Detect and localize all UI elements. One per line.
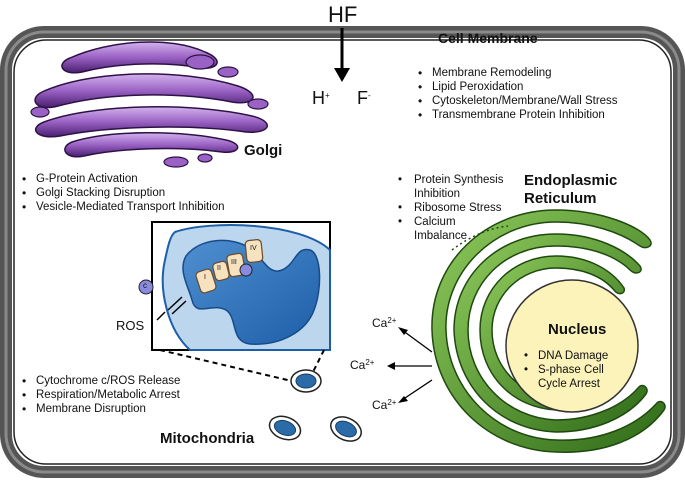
h-ion-charge: + bbox=[325, 91, 330, 100]
er-title-line1: Endoplasmic bbox=[524, 172, 618, 189]
calcium-symbol: Ca bbox=[350, 358, 366, 372]
er-effect: Calcium bbox=[414, 216, 456, 228]
nucleus-effect-cont: Cycle Arrest bbox=[538, 378, 600, 390]
er-effect-cont: Inhibition bbox=[414, 188, 461, 200]
zoom-connector-lines bbox=[159, 349, 325, 383]
calcium-arrows bbox=[387, 327, 433, 403]
complex-iv-label: IV bbox=[250, 245, 257, 252]
cytochrome-c-label: c bbox=[143, 281, 147, 290]
calcium-symbol: Ca bbox=[372, 398, 388, 412]
calcium-charge: 2+ bbox=[365, 358, 375, 367]
hf-label: HF bbox=[328, 2, 358, 27]
mitochondrion-small-3 bbox=[330, 416, 362, 442]
membrane-effect: Cytoskeleton/Membrane/Wall Stress bbox=[418, 94, 618, 108]
golgi-effect: G-Protein Activation bbox=[22, 172, 225, 186]
golgi-effects-list: G-Protein Activation Golgi Stacking Disr… bbox=[22, 172, 225, 214]
membrane-effect: Transmembrane Protein Inhibition bbox=[418, 108, 618, 122]
nucleus-effects-list: •DNA Damage •S-phase Cell Cycle Arrest bbox=[524, 350, 609, 390]
cytochrome-release bbox=[138, 279, 187, 321]
complex-iii-label: III bbox=[231, 259, 237, 266]
mitochondrion-zoom bbox=[151, 221, 331, 351]
mitochondrion-small-1 bbox=[290, 369, 322, 393]
calcium-charge: 2+ bbox=[387, 398, 397, 407]
calcium-label-3: Ca2+ bbox=[372, 398, 396, 412]
mitochondria-effect: Membrane Disruption bbox=[22, 402, 180, 416]
er-effect: Ribosome Stress bbox=[414, 202, 502, 214]
mitochondria-title: Mitochondria bbox=[160, 430, 255, 447]
complex-iv bbox=[244, 239, 264, 263]
er-effect-cont: Imbalance bbox=[414, 230, 468, 242]
golgi-title: Golgi bbox=[244, 142, 283, 159]
complex-ii bbox=[212, 260, 230, 282]
h-ion-symbol: H bbox=[312, 88, 325, 108]
cytochrome-c-inner-icon bbox=[239, 263, 253, 277]
hf-entry-arrow bbox=[334, 28, 350, 82]
er-title-line2: Reticulum bbox=[524, 190, 597, 207]
nucleus-effect: DNA Damage bbox=[538, 350, 609, 362]
er-effects-list: •Protein Synthesis Inhibition •Ribosome … bbox=[398, 174, 504, 242]
f-ion-charge: - bbox=[368, 91, 371, 100]
er-effect: Protein Synthesis bbox=[414, 174, 504, 186]
ros-label: ROS bbox=[116, 318, 145, 333]
calcium-symbol: Ca bbox=[372, 316, 388, 330]
nucleus-title: Nucleus bbox=[548, 321, 607, 338]
complex-ii-label: II bbox=[217, 265, 221, 272]
golgi-effect: Golgi Stacking Disruption bbox=[22, 186, 225, 200]
calcium-charge: 2+ bbox=[387, 316, 397, 325]
complex-i bbox=[195, 268, 217, 294]
membrane-effect: Membrane Remodeling bbox=[418, 66, 618, 80]
f-ion-symbol: F bbox=[357, 88, 368, 108]
mitochondria-effect: Cytochrome c/ROS Release bbox=[22, 374, 180, 388]
mitochondria-effects-list: Cytochrome c/ROS Release Respiration/Met… bbox=[22, 374, 180, 416]
mitochondria-effect: Respiration/Metabolic Arrest bbox=[22, 388, 180, 402]
calcium-label-1: Ca2+ bbox=[372, 316, 396, 330]
nucleus-effect: S-phase Cell bbox=[538, 364, 604, 376]
membrane-effect: Lipid Peroxidation bbox=[418, 80, 618, 94]
mitochondrion-small-2 bbox=[268, 415, 302, 441]
h-ion-label: H+ bbox=[312, 88, 330, 108]
cell-membrane-title: Cell Membrane bbox=[438, 30, 538, 46]
golgi-effect: Vesicle-Mediated Transport Inhibition bbox=[22, 200, 225, 214]
endoplasmic-reticulum bbox=[431, 209, 666, 453]
nucleus bbox=[505, 279, 639, 413]
calcium-label-2: Ca2+ bbox=[350, 358, 374, 372]
complex-i-label: I bbox=[204, 274, 206, 281]
er-title: Endoplasmic Reticulum bbox=[524, 172, 617, 208]
golgi-apparatus bbox=[30, 41, 269, 168]
membrane-effects-list: Membrane Remodeling Lipid Peroxidation C… bbox=[418, 66, 618, 122]
f-ion-label: F- bbox=[357, 88, 371, 108]
